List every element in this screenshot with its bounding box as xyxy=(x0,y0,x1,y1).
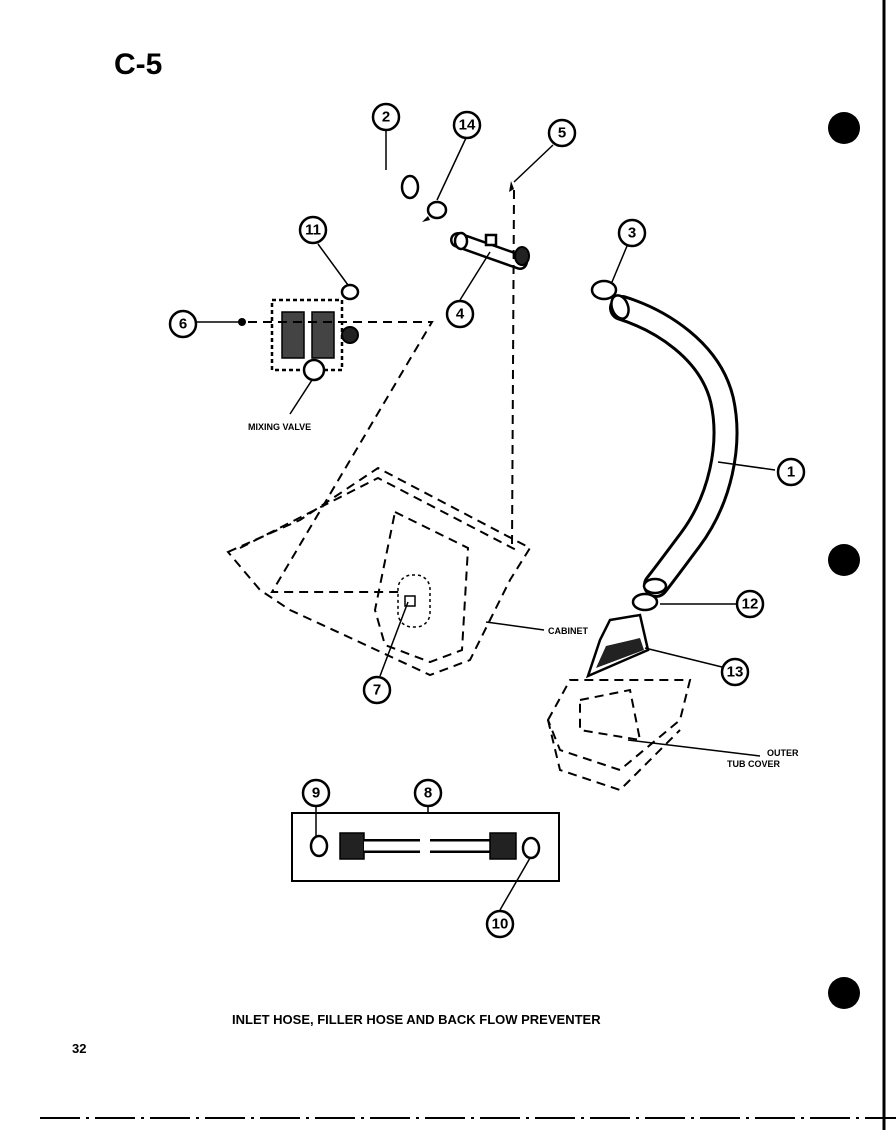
callout-4: 4 xyxy=(445,299,475,329)
screw-connection-dashes xyxy=(511,189,515,549)
part-hose-clamp-12 xyxy=(631,592,659,612)
label-tub-cover: TUB COVER xyxy=(727,759,781,769)
callout-8: 8 xyxy=(413,778,443,808)
page-number: 32 xyxy=(72,1041,86,1056)
svg-text:12: 12 xyxy=(742,596,759,613)
label-outer: OUTER xyxy=(767,748,799,758)
outer-tub-cover-outline xyxy=(546,679,692,792)
svg-text:7: 7 xyxy=(373,682,381,699)
callout-6: 6 xyxy=(168,309,198,339)
binder-hole-top xyxy=(828,112,860,144)
part-filler-hose xyxy=(609,294,739,598)
valve-connection-dashes xyxy=(248,321,434,593)
diagram-caption: INLET HOSE, FILLER HOSE AND BACK FLOW PR… xyxy=(232,1012,601,1027)
svg-text:8: 8 xyxy=(424,785,432,802)
part-elbow-hose xyxy=(352,174,420,285)
label-cabinet: CABINET xyxy=(548,626,589,636)
callout-14: 14 xyxy=(452,110,482,140)
svg-text:6: 6 xyxy=(179,316,187,333)
svg-text:1: 1 xyxy=(787,464,795,481)
svg-text:14: 14 xyxy=(459,117,476,134)
callout-leader-lines xyxy=(196,130,776,911)
callout-1: 1 xyxy=(776,457,806,487)
callout-11: 11 xyxy=(298,215,328,245)
callout-9: 9 xyxy=(301,778,331,808)
svg-text:2: 2 xyxy=(382,109,390,126)
svg-text:4: 4 xyxy=(456,306,465,323)
svg-text:5: 5 xyxy=(558,125,566,142)
part-tee-fitting xyxy=(450,231,530,270)
part-hose-clamp-11 xyxy=(340,283,360,301)
part-screw-5 xyxy=(509,181,514,192)
svg-text:9: 9 xyxy=(312,785,320,802)
svg-text:10: 10 xyxy=(492,916,509,933)
callout-5: 5 xyxy=(547,118,577,148)
callout-2: 2 xyxy=(371,102,401,132)
part-filler-funnel xyxy=(585,613,650,679)
callout-7: 7 xyxy=(362,675,392,705)
callout-3: 3 xyxy=(617,218,647,248)
binder-hole-bottom xyxy=(828,977,860,1009)
section-code: C-5 xyxy=(114,48,162,81)
label-mixing-valve: MIXING VALVE xyxy=(248,422,311,432)
svg-text:11: 11 xyxy=(305,222,321,239)
part-mixing-valve xyxy=(238,298,359,382)
cabinet-outline xyxy=(226,466,532,677)
part-hose-clamp-14 xyxy=(422,200,448,222)
callout-10: 10 xyxy=(485,909,515,939)
inlet-hose-kit-box xyxy=(291,812,560,882)
binder-hole-middle xyxy=(828,544,860,576)
part-hose-clamp-3 xyxy=(590,279,618,301)
callout-13: 13 xyxy=(720,657,750,687)
svg-text:13: 13 xyxy=(727,664,744,681)
callout-12: 12 xyxy=(735,589,765,619)
svg-text:3: 3 xyxy=(628,225,636,242)
